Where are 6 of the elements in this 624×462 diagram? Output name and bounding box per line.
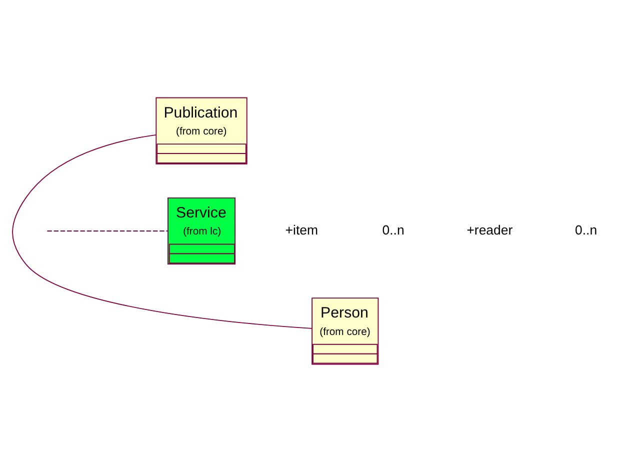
label: 0..n [575,222,598,238]
label: 0..n [382,222,404,238]
connector [12,134,312,329]
label: +reader [466,222,513,238]
connector [46,230,168,232]
label: +item [285,222,318,238]
